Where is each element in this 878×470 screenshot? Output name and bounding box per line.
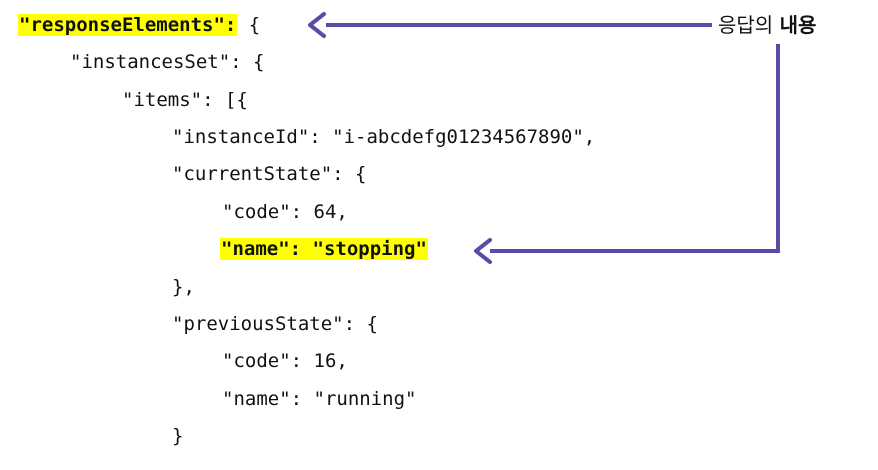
code-line-current-state: "currentState": {: [172, 163, 367, 185]
arrow-to-name-stopping-head: [474, 238, 492, 264]
arrow-to-response-elements-head: [308, 12, 326, 38]
code-line-previous-code: "code": 16,: [222, 350, 348, 372]
annotation-prefix: 응답의: [718, 13, 780, 37]
code-line-instance-id: "instanceId": "i-abcdefg01234567890",: [172, 126, 596, 148]
highlighted-key-response-elements: "responseElements":: [18, 14, 238, 36]
annotation-bold: 내용: [779, 13, 817, 37]
code-line-previous-state: "previousState": {: [172, 313, 378, 335]
code-line-previous-name: "name": "running": [222, 388, 417, 410]
code-line-items: "items": [{: [122, 89, 248, 111]
code-line-instances-set: "instancesSet": {: [70, 51, 265, 73]
code-line-current-name: "name": "stopping": [220, 234, 428, 264]
code-line-response-elements: "responseElements": {: [18, 10, 260, 40]
code-line-current-code: "code": 64,: [222, 201, 348, 223]
highlighted-name-stopping: "name": "stopping": [220, 238, 428, 260]
arrow-to-name-stopping-line: [490, 44, 780, 253]
annotation-label: 응답의 내용: [718, 10, 816, 40]
code-line-close-current: },: [172, 276, 195, 298]
code-line-close-previous: }: [172, 425, 184, 447]
code-line-rest: {: [237, 14, 261, 36]
